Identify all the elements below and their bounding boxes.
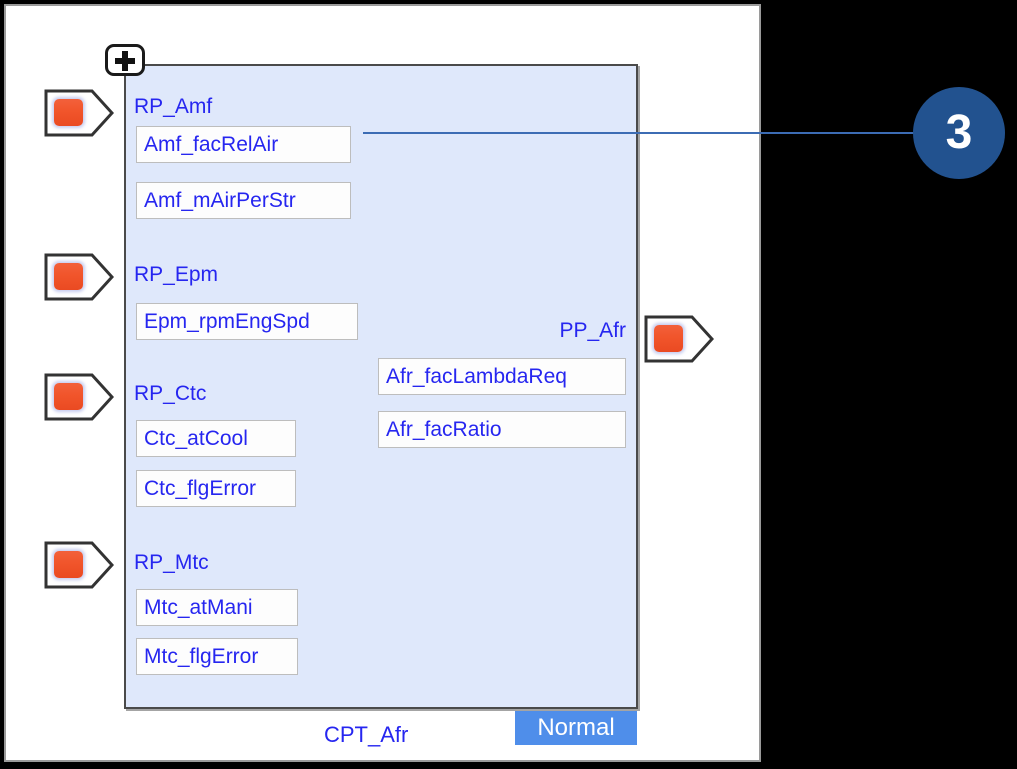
port-label-rp-mtc: RP_Mtc (134, 551, 209, 574)
port-status-chip (654, 325, 683, 352)
input-port-rp-epm[interactable] (44, 252, 114, 302)
callout-badge-3: 3 (913, 87, 1005, 179)
port-status-chip (54, 99, 83, 126)
input-port-rp-amf[interactable] (44, 88, 114, 138)
port-label-rp-amf: RP_Amf (134, 95, 213, 118)
signal-box-epm-rpmengspd[interactable]: Epm_rpmEngSpd (136, 303, 358, 340)
port-label-pp-afr: PP_Afr (559, 319, 626, 342)
port-label-rp-epm: RP_Epm (134, 263, 219, 286)
block-name-label: CPT_Afr (324, 722, 409, 747)
signal-box-amf-mairperstr[interactable]: Amf_mAirPerStr (136, 182, 351, 219)
plus-vertical-bar (122, 50, 128, 71)
expand-plus-icon[interactable] (105, 44, 145, 76)
signal-box-afr-facratio[interactable]: Afr_facRatio (378, 411, 626, 448)
input-port-rp-ctc[interactable] (44, 372, 114, 422)
port-status-chip (54, 263, 83, 290)
port-label-rp-ctc: RP_Ctc (134, 382, 207, 405)
port-status-chip (54, 383, 83, 410)
callout-leader-line (363, 132, 923, 134)
diagram-canvas: RP_Amf Amf_facRelAir Amf_mAirPerStr RP_E… (4, 4, 761, 762)
signal-box-mtc-atmani[interactable]: Mtc_atMani (136, 589, 298, 626)
output-port-pp-afr[interactable] (644, 314, 714, 364)
input-port-rp-mtc[interactable] (44, 540, 114, 590)
signal-box-amf-facrelair[interactable]: Amf_facRelAir (136, 126, 351, 163)
signal-box-afr-faclambdareq[interactable]: Afr_facLambdaReq (378, 358, 626, 395)
status-badge[interactable]: Normal (515, 711, 637, 745)
signal-box-ctc-atcool[interactable]: Ctc_atCool (136, 420, 296, 457)
signal-box-mtc-flgerror[interactable]: Mtc_flgError (136, 638, 298, 675)
signal-box-ctc-flgerror[interactable]: Ctc_flgError (136, 470, 296, 507)
port-status-chip (54, 551, 83, 578)
